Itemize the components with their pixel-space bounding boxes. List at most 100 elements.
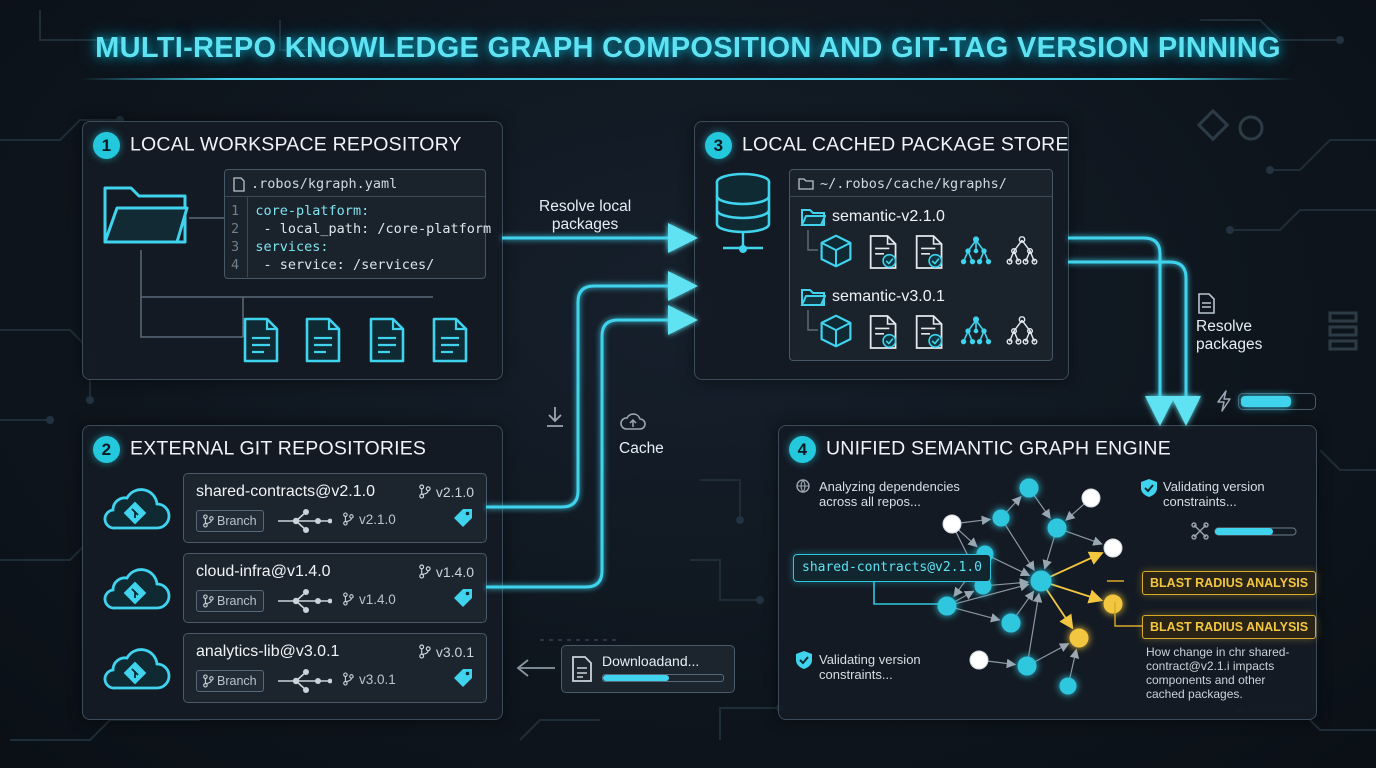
graph-node[interactable] <box>1081 488 1101 508</box>
kgraph-yaml-editor[interactable]: .robos/kgraph.yaml 1 core-platform: 2 - … <box>224 169 491 279</box>
tag-icon <box>452 588 474 610</box>
network-icon <box>1191 522 1209 540</box>
graph-edge <box>1034 643 1070 663</box>
document-check-icon <box>868 314 900 350</box>
download-progress-bar <box>602 674 724 682</box>
cache-directory-browser[interactable]: ~/.robos/cache/kgraphs/ semantic-v2.1.0 … <box>789 169 1053 361</box>
step-badge: 1 <box>93 132 120 159</box>
git-branch-icon <box>418 564 431 579</box>
document-icon <box>431 316 469 364</box>
graph-node[interactable] <box>1019 478 1039 498</box>
database-icon <box>715 172 771 253</box>
document-icon <box>304 316 342 364</box>
graph-node[interactable] <box>937 596 957 616</box>
document-icon <box>1198 293 1215 314</box>
status-progress-bar <box>1238 393 1316 410</box>
repo-card-shared-contracts[interactable]: shared-contracts@v2.1.0 v2.1.0 Branch v2… <box>183 473 487 543</box>
graph-node[interactable] <box>1017 656 1037 676</box>
dependency-graph[interactable] <box>779 426 1316 719</box>
graph-node[interactable] <box>1047 518 1067 538</box>
shared-contracts-node-label[interactable]: shared-contracts@v2.1.0 <box>793 554 992 582</box>
blast-radius-badge[interactable]: BLAST RADIUS ANALYSIS <box>1142 615 1317 639</box>
graph-node[interactable] <box>1103 594 1123 614</box>
download-card[interactable]: Downloadand... <box>561 645 735 693</box>
package-folder-name[interactable]: semantic-v3.0.1 <box>832 288 945 305</box>
cloud-git-icon <box>99 564 171 614</box>
document-check-icon <box>868 234 900 270</box>
repo-name: cloud-infra@v1.4.0 <box>196 563 331 580</box>
graph-node[interactable] <box>1059 677 1077 695</box>
globe-icon <box>796 479 810 493</box>
shield-check-icon <box>1140 478 1158 498</box>
git-branch-icon <box>342 592 354 606</box>
cache-label: Cache <box>619 440 664 457</box>
graph-node[interactable] <box>969 650 989 670</box>
folder-tree-lines <box>140 217 433 338</box>
impact-note: How change in chr shared-contract@v2.1.i… <box>1146 645 1290 701</box>
graph-node[interactable] <box>992 509 1010 527</box>
lightning-icon <box>1217 390 1231 412</box>
graph-edge <box>991 556 1031 577</box>
code-line-2: 2 - local_path: /core-platform <box>231 221 492 237</box>
graph-icon <box>960 234 992 268</box>
package-icon <box>818 233 854 269</box>
branch-button[interactable]: Branch <box>196 670 264 692</box>
blast-radius-badge[interactable]: BLAST RADIUS ANALYSIS <box>1142 571 1317 595</box>
cloud-git-icon <box>99 484 171 534</box>
folder-icon <box>800 287 826 307</box>
graph-edge <box>1027 592 1043 658</box>
graph-node[interactable] <box>942 514 962 534</box>
graph-icon <box>960 314 992 348</box>
branch-button[interactable]: Branch <box>196 510 264 532</box>
repo-card-analytics-lib[interactable]: analytics-lib@v3.0.1 v3.0.1 Branch v3.0.… <box>183 633 487 703</box>
graph-outline-icon <box>1006 234 1038 268</box>
repo-version: v2.1.0 <box>342 512 396 527</box>
git-branch-icon <box>202 674 214 688</box>
download-status: Downloadand... <box>602 653 700 669</box>
branch-button[interactable]: Branch <box>196 590 264 612</box>
repo-tag: v3.0.1 <box>418 644 474 660</box>
tag-icon <box>452 668 474 690</box>
repo-card-cloud-infra[interactable]: cloud-infra@v1.4.0 v1.4.0 Branch v1.4.0 <box>183 553 487 623</box>
git-branch-icon <box>418 484 431 499</box>
git-logo-icon <box>1196 108 1358 351</box>
step-badge: 2 <box>93 436 120 463</box>
package-folder-name[interactable]: semantic-v2.1.0 <box>832 208 945 225</box>
graph-node[interactable] <box>1030 570 1052 592</box>
code-line-4: 4 - service: /services/ <box>231 257 435 273</box>
git-branch-icon <box>342 512 354 526</box>
graph-edge <box>958 529 978 548</box>
document-check-icon <box>914 234 946 270</box>
step-badge: 4 <box>789 436 816 463</box>
cloud-git-icon <box>99 644 171 694</box>
package-tree-lines <box>807 230 818 331</box>
branch-graph-icon <box>276 667 332 695</box>
graph-edge <box>1015 590 1035 617</box>
graph-edge <box>1069 648 1080 679</box>
graph-edge <box>1049 551 1104 578</box>
branch-graph-icon <box>276 507 332 535</box>
git-branch-icon <box>202 594 214 608</box>
cloud-upload-icon <box>620 413 646 430</box>
graph-node[interactable] <box>1001 613 1021 633</box>
graph-edge <box>955 581 1030 605</box>
page-title: MULTI-REPO KNOWLEDGE GRAPH COMPOSITION A… <box>95 32 1281 64</box>
graph-node[interactable] <box>1103 538 1123 558</box>
graph-node[interactable] <box>1069 628 1089 648</box>
graph-edge <box>1004 524 1035 572</box>
document-icon <box>572 656 592 682</box>
graph-edge <box>960 515 992 526</box>
file-icon <box>233 177 245 192</box>
title-underline <box>80 78 1296 80</box>
repo-tag: v2.1.0 <box>418 484 474 500</box>
